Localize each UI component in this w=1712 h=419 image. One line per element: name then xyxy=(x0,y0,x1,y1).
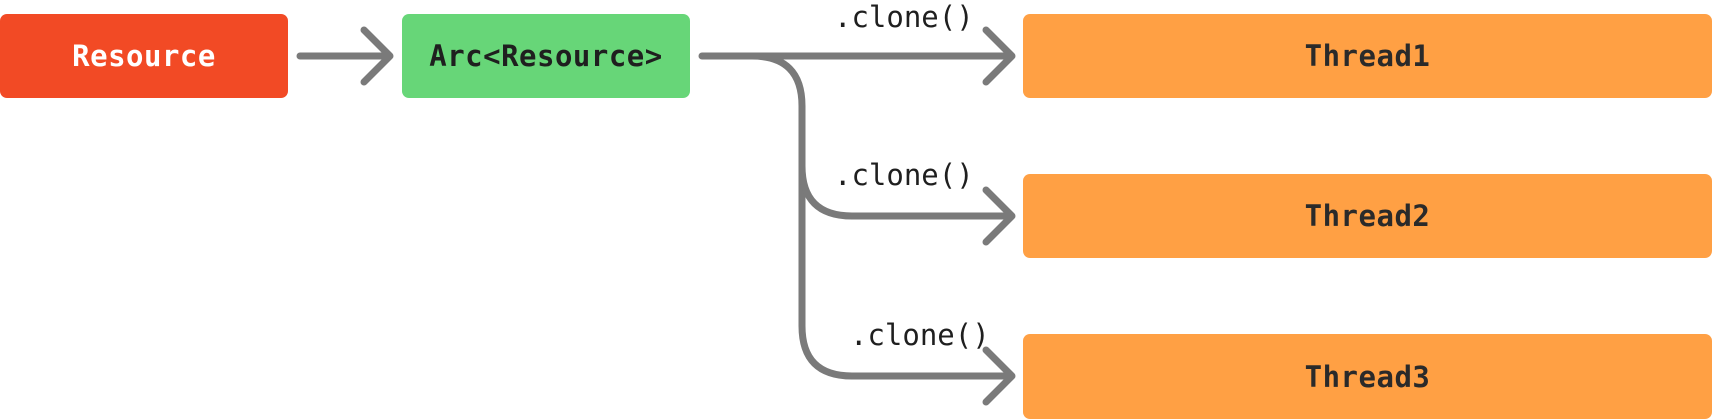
resource-node: Resource xyxy=(0,14,288,98)
clone-label-2: .clone() xyxy=(834,158,974,192)
thread1-label: Thread1 xyxy=(1304,39,1431,73)
resource-label: Resource xyxy=(72,39,216,73)
thread3-label: Thread3 xyxy=(1304,359,1431,394)
thread3-arrowhead xyxy=(982,346,1016,406)
clone-label-1: .clone() xyxy=(834,0,974,34)
clone-label-3: .clone() xyxy=(850,318,990,352)
thread2-arrowhead xyxy=(982,186,1016,246)
thread3-node: Thread3 xyxy=(1023,334,1712,419)
thread1-node: Thread1 xyxy=(1023,14,1712,98)
arc-resource-label: Arc<Resource> xyxy=(429,39,663,73)
branch-trunk xyxy=(748,52,856,380)
arc-resource-node: Arc<Resource> xyxy=(402,14,690,98)
thread1-arrowhead xyxy=(982,26,1016,86)
thread2-node: Thread2 xyxy=(1023,174,1712,258)
resource-to-arc-arrowhead xyxy=(360,26,394,86)
thread2-label: Thread2 xyxy=(1304,199,1431,233)
arc-to-thread2-line xyxy=(798,162,1014,220)
